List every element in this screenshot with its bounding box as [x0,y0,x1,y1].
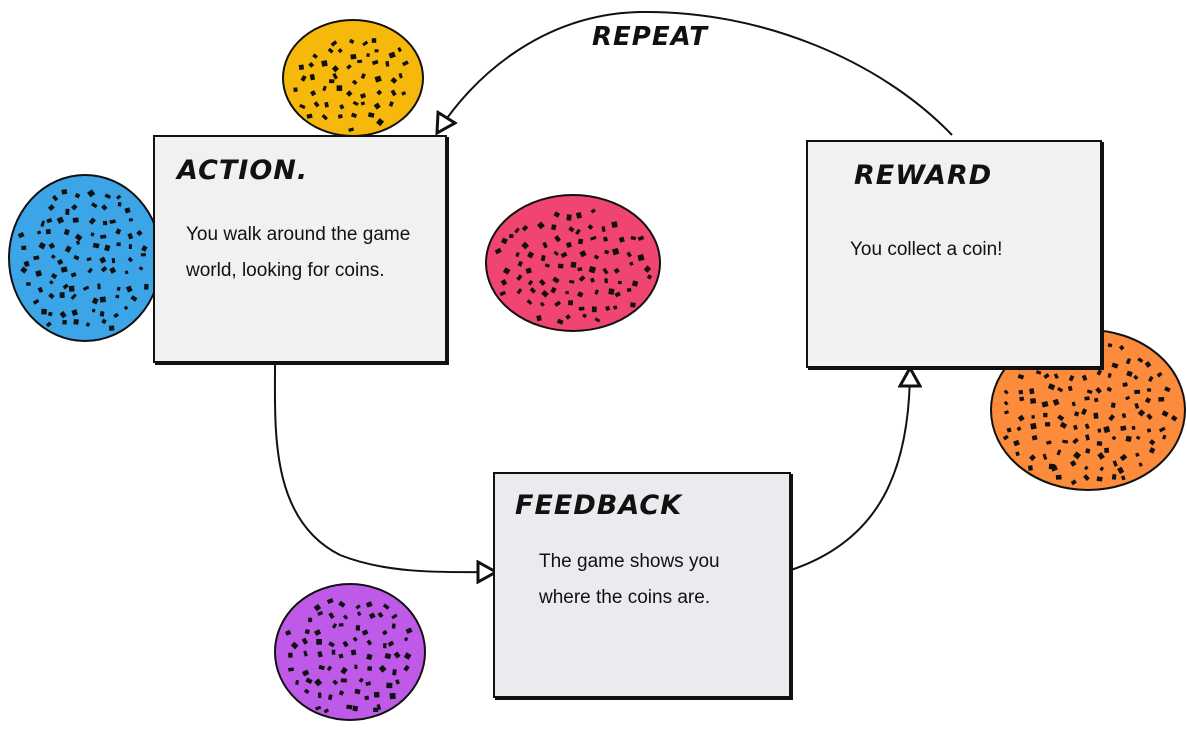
repeat-label: REPEAT [592,22,708,52]
feedback-to-reward-arrow [790,368,910,571]
feedback-text: The game shows you where the coins are. [539,551,720,608]
action-box: ACTION. You walk around the game world, … [153,135,447,363]
reward-box: REWARD You collect a coin! [806,140,1102,368]
purple-dotted-circle [274,583,426,721]
action-text: You walk around the game world, looking … [186,224,411,281]
reward-text: You collect a coin! [850,239,1003,260]
reward-title: REWARD [854,160,993,191]
feedback-box: FEEDBACK The game shows you where the co… [493,472,791,698]
yellow-dotted-circle [282,19,424,137]
feedback-title: FEEDBACK [515,490,683,521]
action-title: ACTION. [177,155,309,186]
blue-dotted-circle [8,174,162,342]
action-to-feedback-arrow [273,364,496,572]
repeat-arrow [437,10,953,136]
pink-dotted-circle [485,194,661,332]
